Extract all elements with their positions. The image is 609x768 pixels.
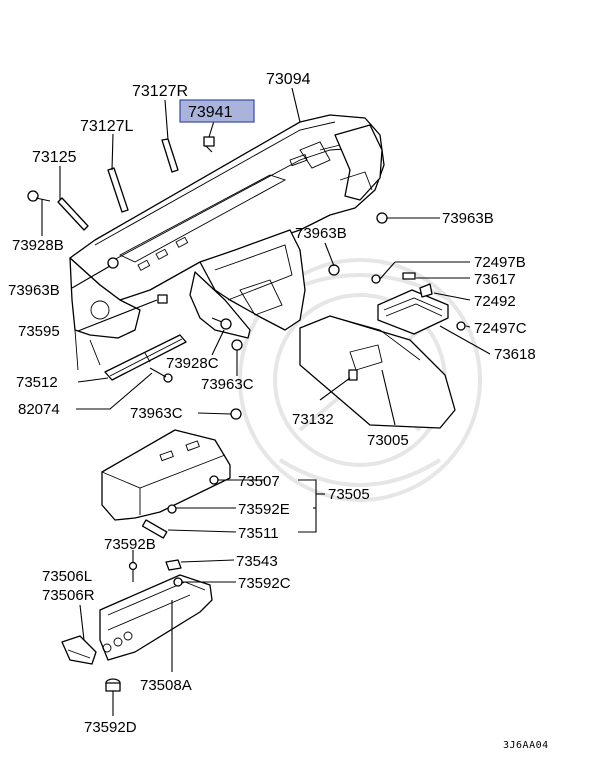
label-73595[interactable]: 73595 xyxy=(18,323,60,340)
screw-72497C-icon[interactable] xyxy=(456,321,466,331)
screw-73928B-icon[interactable] xyxy=(27,190,51,202)
label-73127R[interactable]: 73127R xyxy=(132,83,188,100)
highlight-73941 xyxy=(179,99,255,123)
bumper-73506-icon[interactable] xyxy=(61,635,97,665)
label-73094[interactable]: 73094 xyxy=(266,71,311,88)
clip-73963B-b-icon[interactable] xyxy=(376,212,388,224)
label-73132[interactable]: 73132 xyxy=(292,411,334,428)
trim-73127R[interactable] xyxy=(161,138,179,173)
screw-82074-icon[interactable] xyxy=(149,367,173,383)
label-73127L[interactable]: 73127L xyxy=(80,118,133,135)
label-73005[interactable]: 73005 xyxy=(367,432,409,449)
side-panel-73005[interactable] xyxy=(299,315,456,429)
screw-72497B-icon[interactable] xyxy=(371,274,381,284)
label-82074[interactable]: 82074 xyxy=(18,401,60,418)
part-73507-icon[interactable] xyxy=(209,475,219,485)
trim-strips[interactable] xyxy=(57,138,179,231)
label-73506R[interactable]: 73506R xyxy=(42,587,95,604)
clip-73963B-a-icon[interactable] xyxy=(107,257,119,269)
leader-lines xyxy=(41,87,491,716)
screw-73592B-icon[interactable] xyxy=(128,561,138,583)
screw-73592E-icon[interactable] xyxy=(167,504,177,514)
screw-73592C-icon[interactable] xyxy=(173,577,183,587)
label-73941[interactable]: 73941 xyxy=(188,104,233,121)
label-73508A[interactable]: 73508A xyxy=(140,677,192,694)
label-73963B-c[interactable]: 73963B xyxy=(295,225,347,242)
label-73511[interactable]: 73511 xyxy=(238,525,279,542)
label-73592D[interactable]: 73592D xyxy=(84,719,137,736)
label-73963C-b[interactable]: 73963C xyxy=(130,405,183,422)
label-73506L[interactable]: 73506L xyxy=(42,568,92,585)
part-73511-icon[interactable] xyxy=(141,519,168,539)
callout-labels: 73094 73127R 73941 73127L 73125 73928B 7… xyxy=(8,71,536,736)
clip-73963C-b-icon[interactable] xyxy=(230,408,242,420)
label-72497B[interactable]: 72497B xyxy=(474,254,526,271)
label-73125[interactable]: 73125 xyxy=(32,149,77,166)
label-73507[interactable]: 73507 xyxy=(238,473,280,490)
clip-73595-icon[interactable] xyxy=(157,294,168,304)
label-73617[interactable]: 73617 xyxy=(474,271,516,288)
clip-73963B-c-icon[interactable] xyxy=(328,264,340,276)
glove-box-frame-73505[interactable] xyxy=(101,429,231,539)
instrument-panel-73094[interactable] xyxy=(69,114,385,371)
label-73512[interactable]: 73512 xyxy=(16,374,58,391)
label-73592E[interactable]: 73592E xyxy=(238,501,290,518)
clip-73963C-a-icon[interactable] xyxy=(231,339,243,351)
drawing-code: 3J6AA04 xyxy=(503,740,549,751)
part-73543-icon[interactable] xyxy=(165,559,182,571)
label-73963B-b[interactable]: 73963B xyxy=(442,210,494,227)
clip-73941-icon[interactable] xyxy=(203,136,215,153)
damper-73592D-icon[interactable] xyxy=(105,678,121,704)
part-72492-icon[interactable] xyxy=(419,283,433,298)
label-72492[interactable]: 72492 xyxy=(474,293,516,310)
trim-73125[interactable] xyxy=(57,197,89,231)
label-73592B[interactable]: 73592B xyxy=(104,536,156,553)
clip-73132-icon[interactable] xyxy=(348,369,358,381)
glove-box-lid-73508A[interactable] xyxy=(61,559,213,704)
part-73617-icon[interactable] xyxy=(402,272,416,280)
label-73543[interactable]: 73543 xyxy=(236,553,278,570)
label-73963B-a[interactable]: 73963B xyxy=(8,282,60,299)
screw-73928C-icon[interactable] xyxy=(211,317,232,330)
label-72497C[interactable]: 72497C xyxy=(474,320,527,337)
trim-73127L[interactable] xyxy=(107,167,129,213)
label-73928B[interactable]: 73928B xyxy=(12,237,64,254)
label-73963C-a[interactable]: 73963C xyxy=(201,376,254,393)
label-73505[interactable]: 73505 xyxy=(328,486,370,503)
label-73928C[interactable]: 73928C xyxy=(166,355,219,372)
vent-73618[interactable] xyxy=(377,272,449,335)
label-73618[interactable]: 73618 xyxy=(494,346,536,363)
label-73592C[interactable]: 73592C xyxy=(238,575,291,592)
bracket-73512[interactable] xyxy=(104,334,187,381)
